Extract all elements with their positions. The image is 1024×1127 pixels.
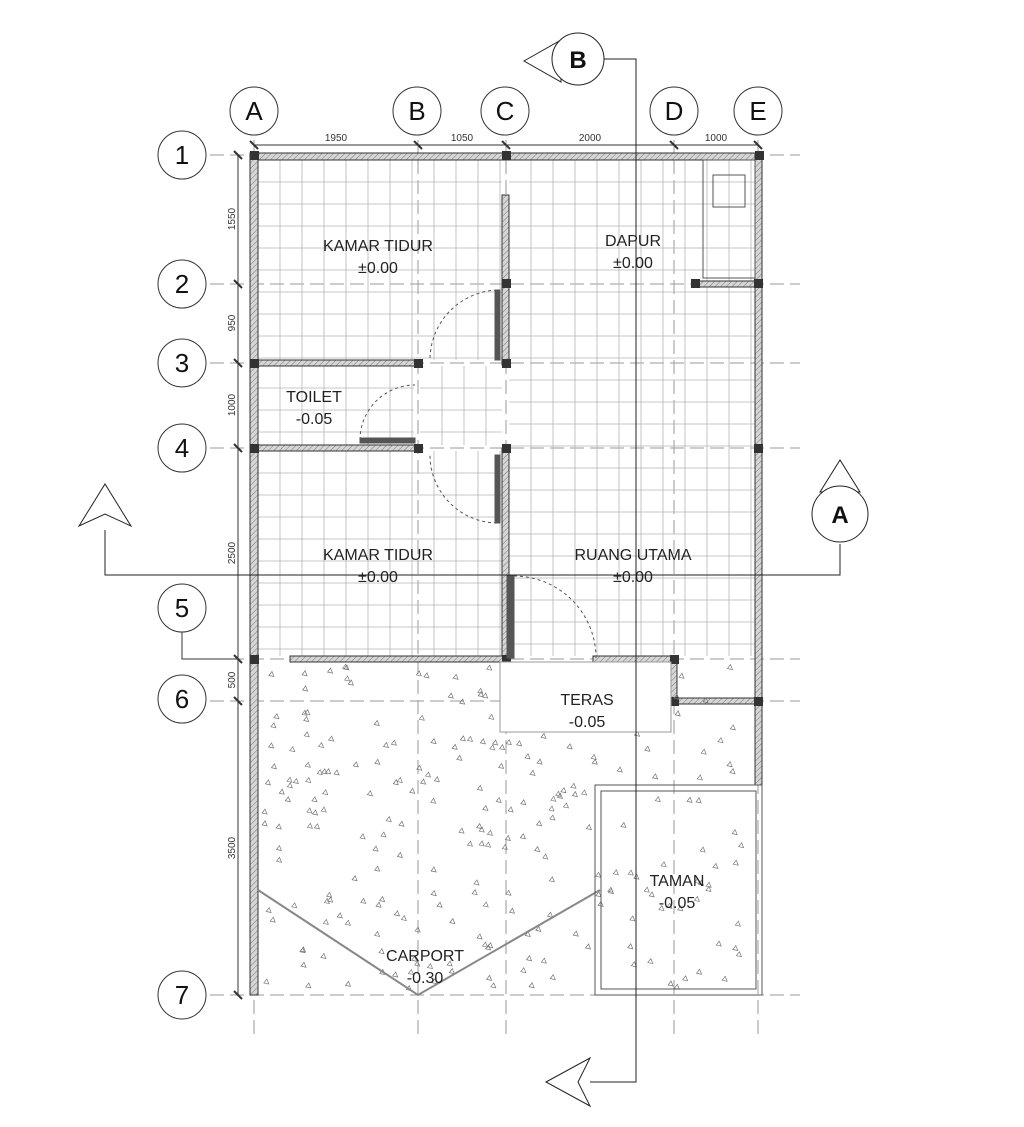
axis-bubble xyxy=(157,338,207,388)
room-level: -0.05 xyxy=(296,411,333,428)
columns xyxy=(250,151,764,706)
axis-bubble xyxy=(480,86,530,136)
axis-bubble xyxy=(157,259,207,309)
axis-bubbles-letters: A B C D E xyxy=(229,86,783,136)
dimension-labels: 1950 1050 2000 1000 1550 950 1000 2500 5… xyxy=(227,133,728,859)
axis-number: 2 xyxy=(175,269,189,299)
section-b-label: B xyxy=(569,47,586,74)
floor-tiles xyxy=(258,160,755,656)
kitchen-counter xyxy=(702,159,756,279)
dim-v-label: 1000 xyxy=(227,393,238,416)
axis-letter: B xyxy=(408,96,425,126)
carport-area xyxy=(257,661,763,997)
axis-bubble xyxy=(392,86,442,136)
room-label: RUANG UTAMA xyxy=(574,547,691,564)
axis-letter: A xyxy=(245,96,263,126)
axis-bubble xyxy=(157,130,207,180)
room-label: KAMAR TIDUR xyxy=(323,238,433,255)
axis-bubble xyxy=(649,86,699,136)
section-a-label: A xyxy=(831,502,848,529)
room-label: TAMAN xyxy=(650,873,705,890)
room-level: ±0.00 xyxy=(358,569,398,586)
room-labels: KAMAR TIDUR ±0.00 DAPUR ±0.00 TOILET -0.… xyxy=(286,233,704,987)
room-label: CARPORT xyxy=(386,948,464,965)
axis-number: 4 xyxy=(175,433,189,463)
room-level: -0.05 xyxy=(569,714,606,731)
doors xyxy=(359,289,597,659)
dim-h-label: 1050 xyxy=(451,133,474,144)
axis-number: 1 xyxy=(175,140,189,170)
axis-number: 7 xyxy=(175,980,189,1010)
section-b-marker: B xyxy=(522,32,637,1108)
axis-letter: E xyxy=(749,96,766,126)
dim-h-label: 1000 xyxy=(705,133,728,144)
dim-v-label: 2500 xyxy=(227,541,238,564)
room-label: TERAS xyxy=(560,692,613,709)
dim-h-label: 2000 xyxy=(579,133,602,144)
dim-v-label: 950 xyxy=(227,314,238,331)
axis-bubble xyxy=(157,423,207,473)
dim-h-label: 1950 xyxy=(325,133,348,144)
axis-bubble xyxy=(157,674,207,724)
room-level: -0.30 xyxy=(407,970,444,987)
dim-v-label: 500 xyxy=(227,671,238,688)
axis-number: 5 xyxy=(175,593,189,623)
axis-letter: C xyxy=(496,96,515,126)
axis-bubble xyxy=(157,970,207,1020)
room-level: -0.05 xyxy=(659,895,696,912)
section-a-marker: A xyxy=(77,459,869,576)
axis-bubble xyxy=(733,86,783,136)
room-level: ±0.00 xyxy=(613,255,653,272)
room-level: ±0.00 xyxy=(613,569,653,586)
axis-bubble xyxy=(229,86,279,136)
room-label: TOILET xyxy=(286,389,342,406)
room-label: DAPUR xyxy=(605,233,661,250)
dim-v-label: 1550 xyxy=(227,207,238,230)
axis-bubbles-numbers: 1 2 3 4 5 6 7 xyxy=(157,130,238,1020)
room-level: ±0.00 xyxy=(358,260,398,277)
dim-v-label: 3500 xyxy=(227,836,238,859)
room-label: KAMAR TIDUR xyxy=(323,547,433,564)
axis-number: 3 xyxy=(175,348,189,378)
axis-number: 6 xyxy=(175,684,189,714)
axis-letter: D xyxy=(665,96,684,126)
